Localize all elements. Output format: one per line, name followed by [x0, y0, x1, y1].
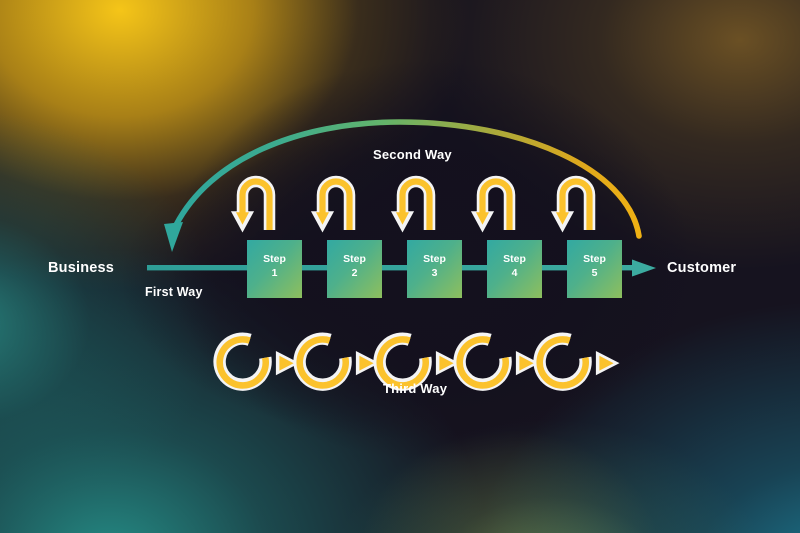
first-way-label: First Way — [145, 285, 203, 299]
third-way-label: Third Way — [383, 381, 448, 396]
second-way-label: Second Way — [373, 147, 452, 162]
step-box[interactable] — [487, 240, 542, 298]
customer-label: Customer — [667, 260, 737, 276]
step-box[interactable] — [247, 240, 302, 298]
step-loopback-arrows — [234, 182, 590, 231]
first-way-line — [147, 259, 656, 277]
business-label: Business — [48, 260, 115, 276]
second-way-arc — [164, 119, 642, 252]
step-box[interactable] — [407, 240, 462, 298]
step-box[interactable] — [567, 240, 622, 298]
step-box[interactable] — [327, 240, 382, 298]
step-boxes — [247, 240, 622, 298]
